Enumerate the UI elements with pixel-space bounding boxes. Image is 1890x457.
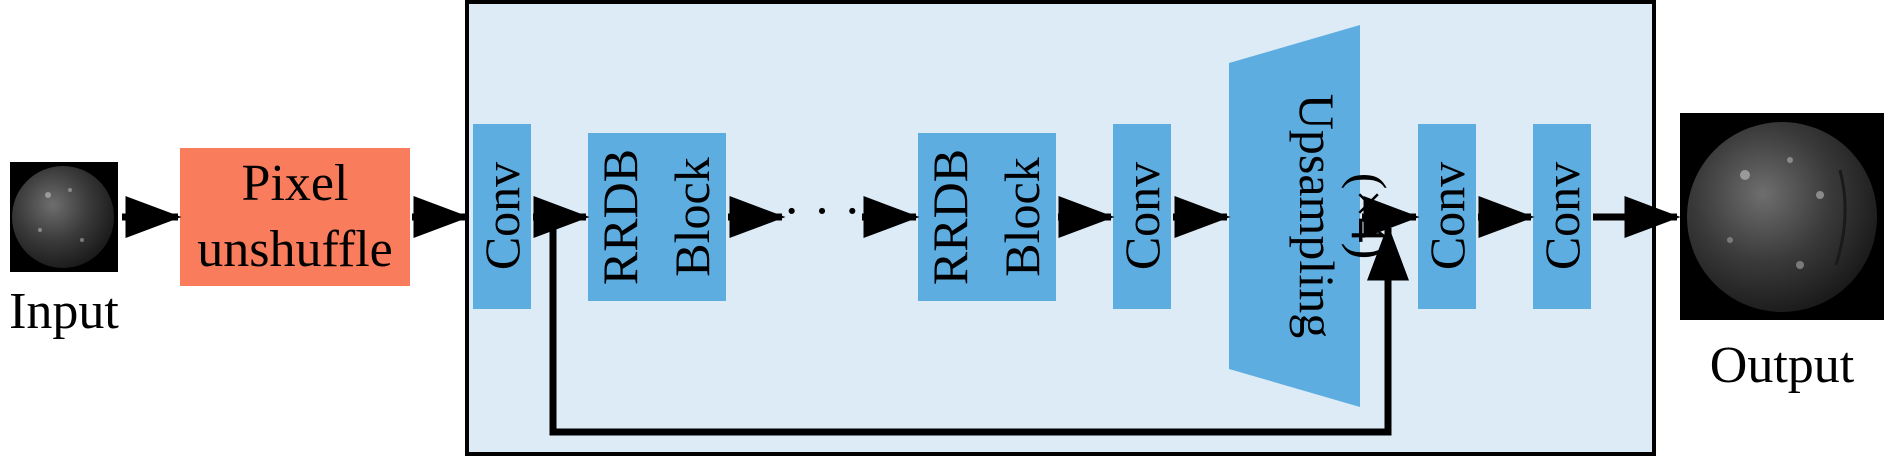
rrdb-block-2 [918, 133, 1056, 301]
upsampling-label-line1: Upsampling [1289, 94, 1345, 338]
conv-label-2: Conv [1114, 162, 1170, 270]
output-label: Output [1710, 337, 1855, 394]
rrdb-block-1-line1: RRDB [592, 149, 648, 285]
rrdb-block-1 [588, 133, 726, 301]
pixel-unshuffle-label-line2: unshuffle [197, 221, 392, 278]
pixel-unshuffle-block [180, 148, 410, 286]
conv-label-3: Conv [1419, 162, 1475, 270]
ellipsis: · · · [783, 183, 861, 240]
conv-label-4: Conv [1534, 162, 1590, 270]
input-label: Input [9, 283, 119, 340]
conv-label-1: Conv [474, 162, 530, 270]
conv-block-3 [1418, 124, 1476, 309]
rrdb-block-1-line2: Block [664, 157, 720, 276]
rrdb-block-2-line2: Block [994, 157, 1050, 276]
conv-block-1 [473, 124, 531, 309]
conv-block-2 [1113, 124, 1171, 309]
input-image [10, 162, 118, 272]
pixel-unshuffle-label-line1: Pixel [242, 155, 349, 212]
upsampling-block [1229, 25, 1360, 407]
output-image [1680, 113, 1884, 320]
skip-connection-arrow [549, 217, 1409, 436]
rrdb-block-2-line1: RRDB [922, 149, 978, 285]
conv-block-4 [1533, 124, 1591, 309]
